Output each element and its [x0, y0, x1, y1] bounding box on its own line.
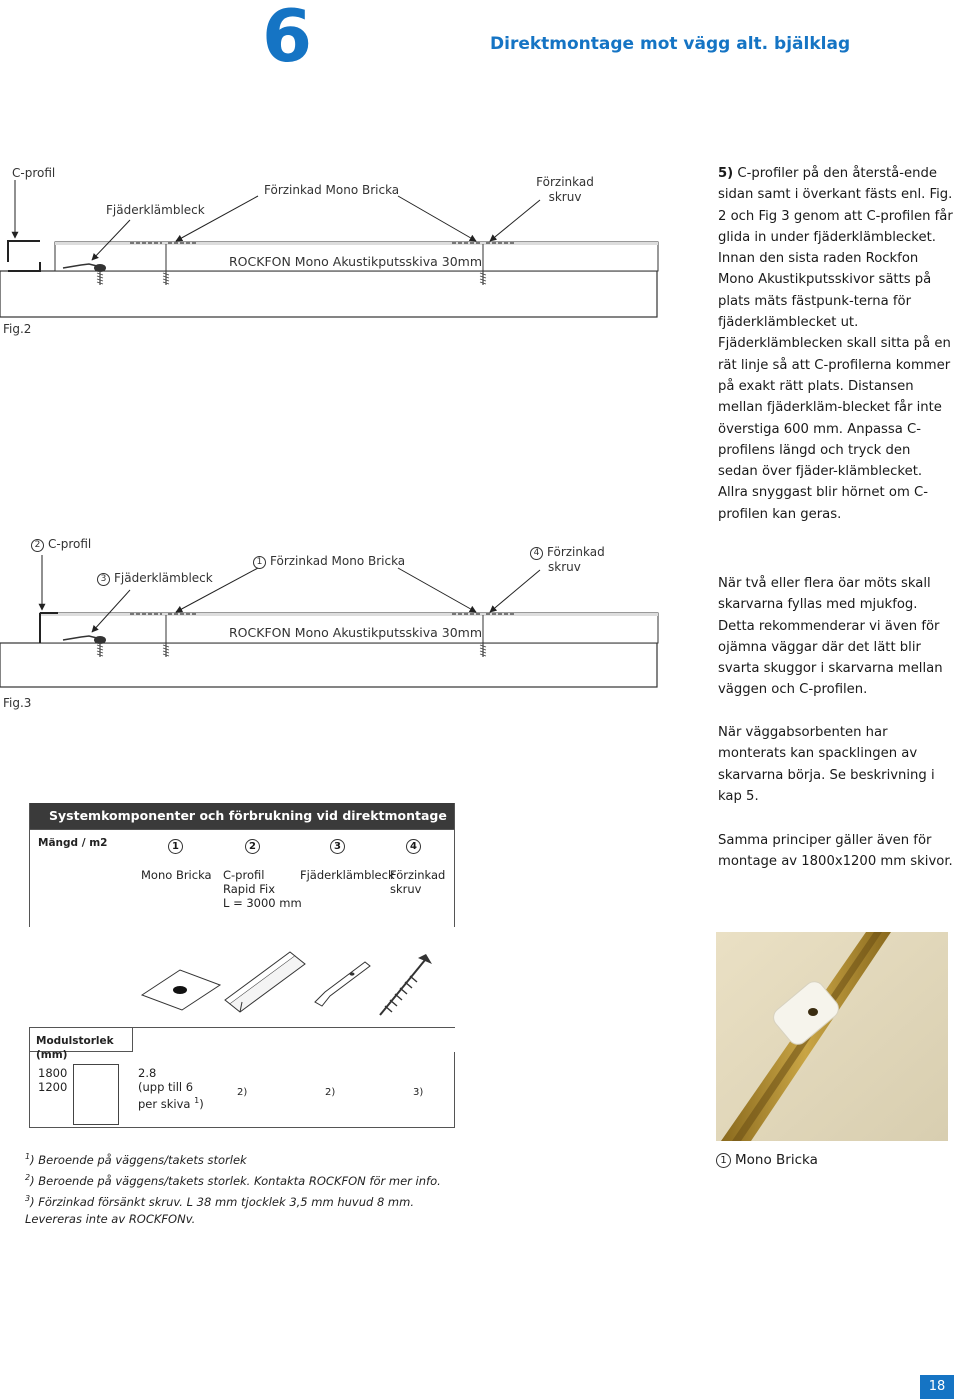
table-border-right-2	[454, 1052, 455, 1128]
footnotes: 1) Beroende på väggens/takets storlek 2)…	[25, 1148, 455, 1228]
table-qty-label: Mängd / m2	[38, 837, 108, 849]
table-divider-2	[29, 1027, 455, 1028]
table-border-right	[454, 803, 455, 927]
fig2-label-fjaderklambleck: Fjäderklämbleck	[106, 203, 205, 217]
fig2-label-bricka: Förzinkad Mono Bricka	[264, 183, 400, 197]
panel-module-icon	[73, 1064, 119, 1125]
table-border-left	[29, 803, 30, 927]
number-3-icon: 3	[97, 573, 110, 586]
footnote-2: 2) Beroende på väggens/takets storlek. K…	[25, 1172, 441, 1188]
fig3-caption: Fig.3	[3, 696, 32, 710]
table-col-num-1: 1	[168, 839, 183, 854]
mounting-drawings	[0, 180, 659, 688]
body-paragraph-1: 5) C-profiler på den återstå-ende sidan …	[718, 166, 953, 522]
fjaderklambleck-illustration	[314, 961, 371, 1007]
table-value-4: 3)	[413, 1087, 424, 1098]
footnote-3: 3) Förzinkad försänkt skruv. L 38 mm tjo…	[25, 1193, 414, 1227]
mono-bricka-illustration	[140, 969, 222, 1011]
fig2-label-c-profil: C-profil	[12, 166, 56, 180]
table-col-1-name: Mono Bricka	[141, 868, 212, 882]
fig3-panel-label: ROCKFON Mono Akustikputsskiva 30mm	[229, 625, 483, 640]
number-4-icon: 4	[530, 547, 543, 560]
skruv-illustration	[379, 954, 432, 1016]
table-col-num-4: 4	[406, 839, 421, 854]
body-paragraph-4: Samma principer gäller även för montage …	[718, 833, 953, 870]
fig2-drawing	[0, 180, 659, 318]
table-col-num-2: 2	[245, 839, 260, 854]
table-border-left-2	[29, 1052, 30, 1128]
number-2-icon: 2	[31, 539, 44, 552]
page-title: Direktmontage mot vägg alt. bjälklag	[490, 34, 851, 54]
c-profil-illustration	[224, 951, 306, 1013]
footnote-1: 1) Beroende på väggens/takets storlek	[25, 1152, 247, 1167]
body-paragraph-3: När väggabsorbenten har monterats kan sp…	[718, 725, 935, 804]
page-number: 18	[920, 1375, 954, 1399]
body-paragraph-2: När två eller flera öar möts skall skarv…	[718, 576, 943, 698]
chapter-number: 6	[262, 0, 312, 78]
fig2-panel-label: ROCKFON Mono Akustikputsskiva 30mm	[229, 254, 483, 269]
table-title: Systemkomponenter och förbrukning vid di…	[29, 803, 455, 829]
table-modul-label: Modulstorlek (mm)	[29, 1027, 133, 1061]
product-illustrations	[140, 951, 432, 1016]
number-1-icon: 1	[716, 1153, 731, 1168]
table-col-num-3: 3	[330, 839, 345, 854]
table-value-3: 2)	[325, 1087, 336, 1098]
mono-bricka-photo	[716, 932, 948, 1141]
table-divider	[29, 829, 455, 830]
fig3-drawing	[0, 555, 659, 688]
table-value-2: 2)	[237, 1087, 248, 1098]
table-col-3-name: Fjäderklämbleck	[300, 868, 395, 882]
number-1-icon: 1	[253, 556, 266, 569]
fig2-caption: Fig.2	[3, 322, 32, 336]
table-border-bottom	[29, 1127, 455, 1128]
